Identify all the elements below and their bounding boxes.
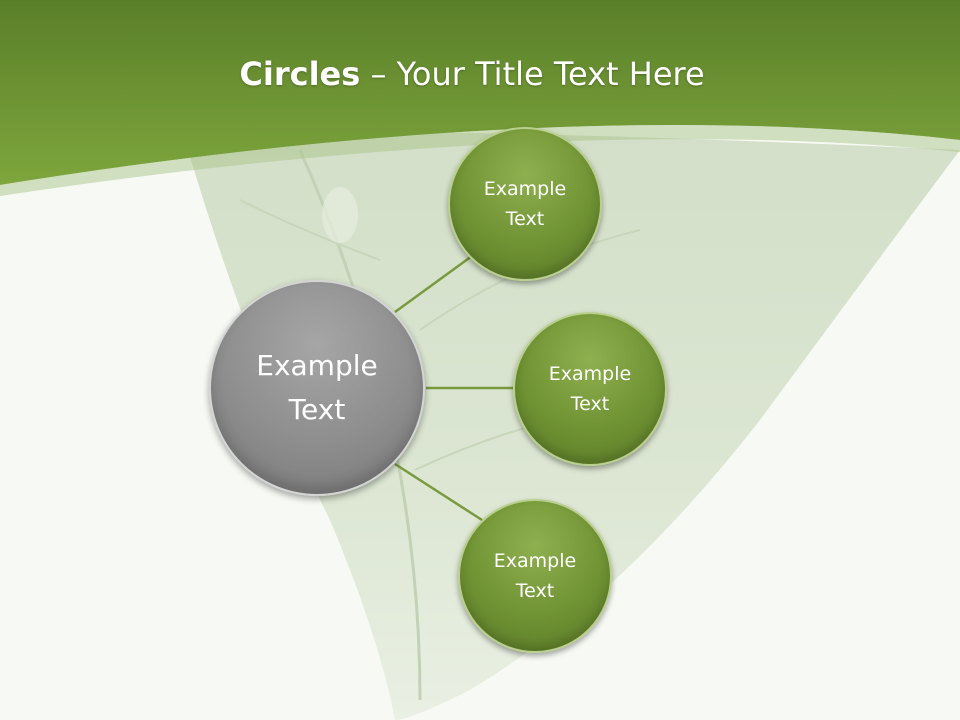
center-circle: Example Text [209, 280, 425, 496]
connector-line-top [394, 254, 473, 314]
satellite-circle-label-line2: Text [505, 208, 545, 230]
center-circle-label-line2: Text [288, 393, 346, 426]
satellite-circle-label-line1: Example [483, 178, 567, 200]
satellite-circle-bottom: Example Text [458, 499, 612, 653]
slide-title: Circles – Your Title Text Here [0, 52, 944, 96]
header-band [0, 0, 960, 185]
satellite-circle-label-line2: Text [570, 393, 610, 415]
title-bold: Circles [239, 55, 361, 93]
satellite-circle-top: Example Text [448, 127, 602, 281]
title-rest: – Your Title Text Here [360, 55, 705, 93]
satellite-circle-middle: Example Text [513, 312, 667, 466]
center-circle-label-line1: Example [256, 349, 378, 382]
satellite-circle-label-line1: Example [548, 363, 632, 385]
satellite-circle-label-line2: Text [515, 580, 555, 602]
satellite-circle-label-line1: Example [493, 550, 577, 572]
connector-line-bottom [394, 462, 483, 522]
